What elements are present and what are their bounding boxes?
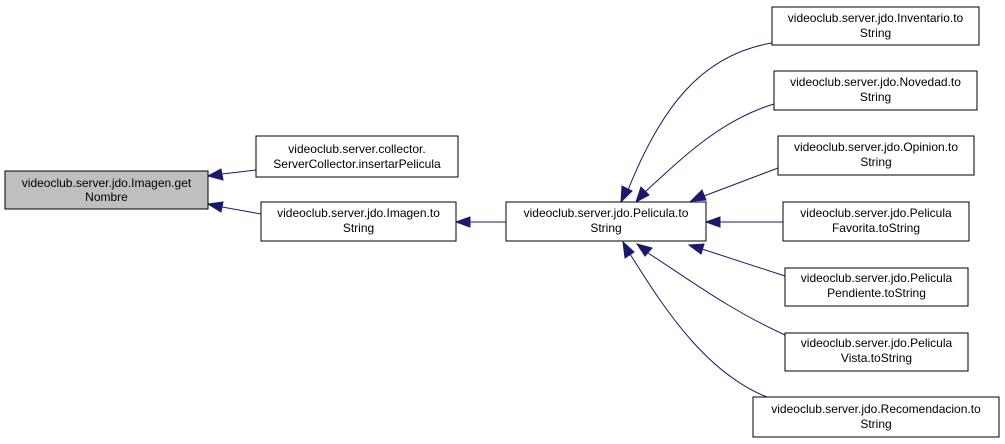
node-label-line1: videoclub.server.jdo.Pelicula (800, 206, 952, 220)
edge-novedad-to-pelicula (635, 103, 775, 204)
node-box (773, 70, 978, 111)
node-box-root (4, 170, 209, 210)
node-peliculavista-tostring[interactable]: videoclub.server.jdo.Pelicula Vista.toSt… (784, 332, 969, 372)
node-opinion-tostring[interactable]: videoclub.server.jdo.Opinion.to String (777, 135, 975, 176)
node-label-line2: Nombre (85, 190, 128, 204)
node-imagen-tostring[interactable]: videoclub.server.jdo.Imagen.to String (260, 201, 457, 242)
node-label-line2: String (860, 155, 891, 169)
node-box (784, 332, 969, 372)
node-label-line2: String (860, 90, 891, 104)
edge-pendiente-to-pelicula (687, 243, 786, 277)
edges (206, 42, 786, 402)
node-box (260, 201, 457, 242)
node-box (505, 201, 707, 242)
node-recomendacion-tostring[interactable]: videoclub.server.jdo.Recomendacion.to St… (752, 396, 1000, 438)
edge-opinion-to-pelicula (689, 167, 779, 202)
node-label-line1: videoclub.server.jdo.Inventario.to (788, 11, 964, 25)
node-label-line1: videoclub.server.jdo.Pelicula.to (524, 206, 689, 220)
node-label-line2: ServerCollector.insertarPelicula (273, 157, 441, 171)
node-label-line1: videoclub.server.jdo.Pelicula (801, 271, 953, 285)
node-label-line2: String (590, 221, 621, 235)
node-box (782, 201, 970, 242)
node-box (771, 6, 980, 46)
node-label-line2: Favorita.toString (832, 221, 920, 235)
edge-insertar-to-getnombre (206, 168, 257, 181)
node-label-line1: videoclub.server.jdo.Recomendacion.to (771, 402, 981, 416)
edge-vista-to-pelicula (635, 243, 786, 336)
node-inventario-tostring[interactable]: videoclub.server.jdo.Inventario.to Strin… (771, 6, 980, 46)
node-label-line2: String (343, 221, 374, 235)
edge-imagen-to-getnombre (206, 201, 262, 215)
edge-favorita-to-pelicula (704, 216, 783, 228)
node-box (777, 135, 975, 176)
node-label-line2: Vista.toString (841, 351, 912, 365)
node-label-line1: videoclub.server.jdo.Pelicula (801, 336, 953, 350)
node-box (255, 135, 459, 178)
node-label-line2: String (860, 417, 891, 431)
node-box (784, 267, 969, 307)
node-label-line1: videoclub.server.jdo.Imagen.to (277, 206, 440, 220)
node-box (752, 396, 1000, 438)
node-label-line1: videoclub.server.jdo.Opinion.to (794, 140, 958, 154)
node-servercollector-insertarpelicula[interactable]: videoclub.server.collector. ServerCollec… (255, 135, 459, 178)
node-pelicula-tostring[interactable]: videoclub.server.jdo.Pelicula.to String (505, 201, 707, 242)
node-label-line1: videoclub.server.jdo.Imagen.get (22, 176, 192, 190)
node-peliculapendiente-tostring[interactable]: videoclub.server.jdo.Pelicula Pendiente.… (784, 267, 969, 307)
node-label-line1: videoclub.server.jdo.Novedad.to (790, 75, 961, 89)
node-imagen-getnombre[interactable]: videoclub.server.jdo.Imagen.get Nombre (4, 170, 209, 210)
node-label-line2: String (860, 26, 891, 40)
edge-recomendacion-to-pelicula (622, 240, 779, 402)
edge-pelicula-to-imagen (454, 216, 506, 228)
node-label-line2: Pendiente.toString (827, 286, 926, 300)
edge-inventario-to-pelicula (620, 42, 773, 204)
node-label-line1: videoclub.server.collector. (288, 142, 425, 156)
node-novedad-tostring[interactable]: videoclub.server.jdo.Novedad.to String (773, 70, 978, 111)
node-peliculafavorita-tostring[interactable]: videoclub.server.jdo.Pelicula Favorita.t… (782, 201, 970, 242)
